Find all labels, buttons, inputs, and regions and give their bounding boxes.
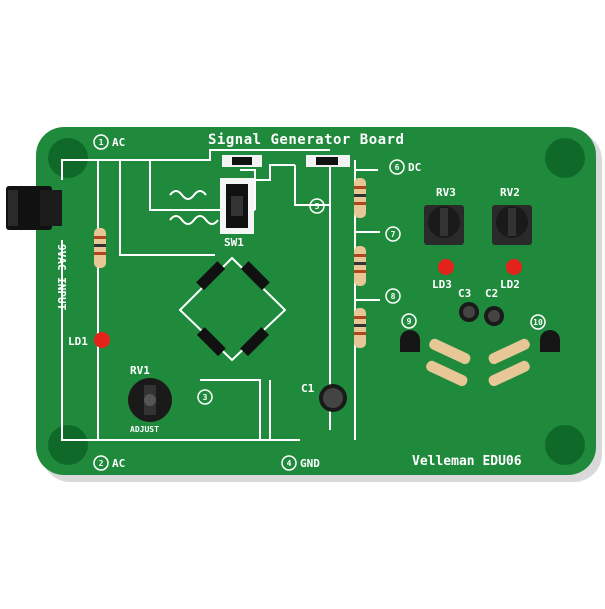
terminal-5-number: 5 (315, 202, 320, 211)
terminal-6-number: 6 (395, 163, 400, 172)
power-jack[interactable] (6, 186, 62, 230)
board-brand: Velleman EDU06 (412, 454, 522, 469)
ld3-label: LD3 (432, 278, 452, 291)
c3-label: C3 (458, 287, 471, 300)
terminal-2-ring[interactable] (93, 455, 109, 471)
terminal-1-label: AC (112, 136, 125, 149)
input-label: 9VAC INPUT (55, 244, 68, 311)
led-ld3 (438, 259, 454, 275)
resistor-col-3 (354, 308, 366, 348)
terminal-3-ring[interactable] (197, 389, 213, 405)
capacitor-c3 (459, 302, 479, 322)
transistor-left (400, 330, 420, 352)
resistor-col-1 (354, 178, 366, 218)
c2-label: C2 (485, 287, 498, 300)
diode-top-2 (306, 155, 350, 167)
terminal-1-number: 1 (99, 138, 104, 147)
capacitor-c2 (484, 306, 504, 326)
diode-top-1 (222, 155, 262, 167)
resistor-left (94, 228, 106, 268)
resistor-diag-2 (426, 360, 468, 387)
terminal-8-number: 8 (391, 292, 396, 301)
sw1-label: SW1 (224, 236, 244, 249)
terminal-4-ring[interactable] (281, 455, 297, 471)
terminal-7-ring[interactable] (385, 226, 401, 242)
mount-hole-tr (545, 138, 585, 178)
terminal-5-ring[interactable] (309, 198, 325, 214)
pot-rv1[interactable] (128, 378, 172, 422)
pot-rv2[interactable] (492, 205, 532, 245)
transformer-symbol (169, 190, 219, 225)
terminal-4-label: GND (300, 457, 320, 470)
switch-sw1[interactable] (220, 178, 254, 234)
rv2-label: RV2 (500, 186, 520, 199)
terminal-9-number: 9 (407, 317, 412, 326)
rv1-sub-label: ADJUST (130, 425, 159, 434)
terminal-9-ring[interactable] (401, 313, 417, 329)
terminal-10-ring[interactable] (530, 314, 546, 330)
terminal-10-number: 10 (533, 318, 543, 327)
terminal-2-number: 2 (99, 459, 104, 468)
terminal-6-ring[interactable] (389, 159, 405, 175)
led-ld2 (506, 259, 522, 275)
mount-hole-br (545, 425, 585, 465)
capacitor-c1 (319, 384, 347, 412)
terminal-2-label: AC (112, 457, 125, 470)
terminal-4-number: 4 (287, 459, 292, 468)
terminal-6-label: DC (408, 161, 421, 174)
rv1-label: RV1 (130, 364, 150, 377)
board-title: Signal Generator Board (208, 132, 404, 148)
transistor-right (540, 330, 560, 352)
mount-hole-bl (48, 425, 88, 465)
resistor-diag-1 (429, 338, 471, 365)
ld2-label: LD2 (500, 278, 520, 291)
mount-hole-tl (48, 138, 88, 178)
rv3-label: RV3 (436, 186, 456, 199)
ld1-label: LD1 (68, 335, 88, 348)
terminal-8-ring[interactable] (385, 288, 401, 304)
pot-rv3[interactable] (424, 205, 464, 245)
bridge-rectifier (178, 256, 287, 362)
resistor-diag-4 (488, 360, 530, 387)
c1-label: C1 (301, 382, 315, 395)
terminal-7-number: 7 (391, 230, 396, 239)
resistor-col-2 (354, 246, 366, 286)
terminal-3-number: 3 (203, 393, 208, 402)
resistor-diag-3 (488, 338, 530, 365)
led-ld1 (94, 332, 110, 348)
terminal-1-ring[interactable] (93, 134, 109, 150)
